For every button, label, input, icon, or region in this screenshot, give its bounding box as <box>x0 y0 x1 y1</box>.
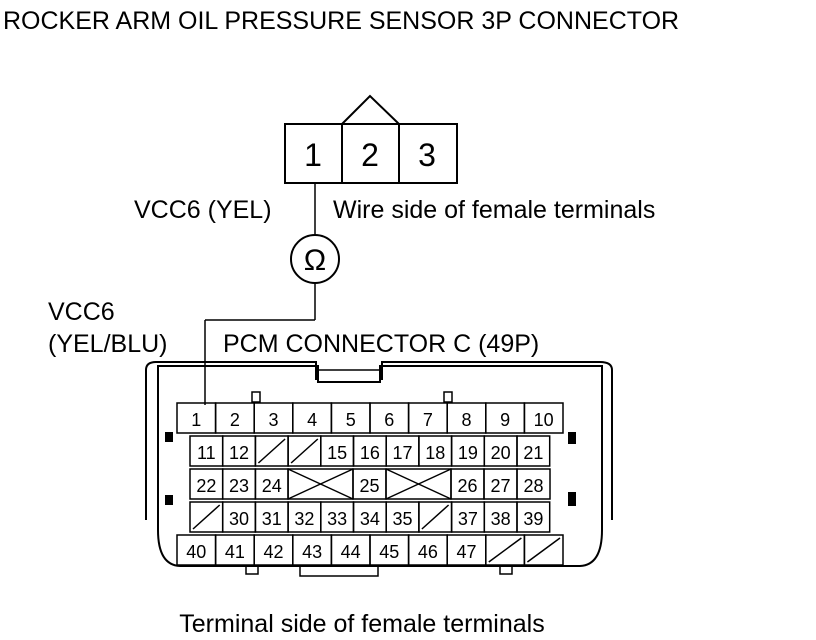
pcm-connector-housing <box>145 361 613 577</box>
wire-label-yel-blu: (YEL/BLU) <box>48 330 167 358</box>
sensor-terminal-2: 2 <box>361 137 379 173</box>
pin-15: 15 <box>327 443 347 463</box>
pin-26: 26 <box>457 476 477 496</box>
diagram-title: ROCKER ARM OIL PRESSURE SENSOR 3P CONNEC… <box>3 7 679 35</box>
pin-42: 42 <box>263 542 283 562</box>
pin-47: 47 <box>456 542 476 562</box>
pin-44: 44 <box>341 542 361 562</box>
sensor-view-label: Wire side of female terminals <box>333 196 655 224</box>
pin-16: 16 <box>360 443 380 463</box>
pin-40: 40 <box>186 542 206 562</box>
sensor-terminal-3: 3 <box>418 137 436 173</box>
sensor-3p-connector: 1 2 3 <box>284 94 458 184</box>
pin-6: 6 <box>384 410 394 430</box>
pin-31: 31 <box>262 509 282 529</box>
connector-body <box>284 123 458 184</box>
wire-label-vcc6-yel: VCC6 (YEL) <box>134 196 272 224</box>
pin-cell <box>516 435 551 467</box>
pin-23: 23 <box>229 476 249 496</box>
pin-cell <box>516 501 551 533</box>
pin-18: 18 <box>425 443 445 463</box>
pin-9: 9 <box>500 410 510 430</box>
pin-34: 34 <box>360 509 380 529</box>
ohm-symbol: Ω <box>304 244 326 277</box>
pin-20: 20 <box>491 443 511 463</box>
pin-38: 38 <box>491 509 511 529</box>
pin-28: 28 <box>523 476 543 496</box>
pin-cell <box>523 534 564 566</box>
pcm-connector-label: PCM CONNECTOR C (49P) <box>223 330 539 358</box>
pin-39: 39 <box>523 509 543 529</box>
pin-21: 21 <box>523 443 543 463</box>
pin-4: 4 <box>307 410 317 430</box>
sensor-terminal-1: 1 <box>304 137 322 173</box>
pin-46: 46 <box>418 542 438 562</box>
pin-7: 7 <box>423 410 433 430</box>
pin-24: 24 <box>262 476 282 496</box>
pin-11: 11 <box>197 443 216 463</box>
pin-45: 45 <box>379 542 399 562</box>
pin-3: 3 <box>268 410 278 430</box>
pin-30: 30 <box>229 509 249 529</box>
pin-cell <box>523 402 564 434</box>
pin-37: 37 <box>458 509 478 529</box>
pin-27: 27 <box>490 476 510 496</box>
pin-43: 43 <box>302 542 322 562</box>
pin-10: 10 <box>534 410 554 430</box>
pin-19: 19 <box>458 443 478 463</box>
pin-33: 33 <box>327 509 347 529</box>
pin-41: 41 <box>225 542 245 562</box>
pin-2: 2 <box>230 410 240 430</box>
pin-5: 5 <box>346 410 356 430</box>
pin-8: 8 <box>461 410 471 430</box>
pin-1: 1 <box>191 410 201 430</box>
connector-key-tab <box>341 94 400 125</box>
pin-32: 32 <box>294 509 314 529</box>
pin-25: 25 <box>359 476 379 496</box>
pin-12: 12 <box>229 443 249 463</box>
pin-35: 35 <box>393 509 413 529</box>
pcm-view-label: Terminal side of female terminals <box>179 610 544 638</box>
pin-17: 17 <box>393 443 413 463</box>
pin-22: 22 <box>196 476 216 496</box>
wire-label-vcc6: VCC6 <box>48 298 115 326</box>
